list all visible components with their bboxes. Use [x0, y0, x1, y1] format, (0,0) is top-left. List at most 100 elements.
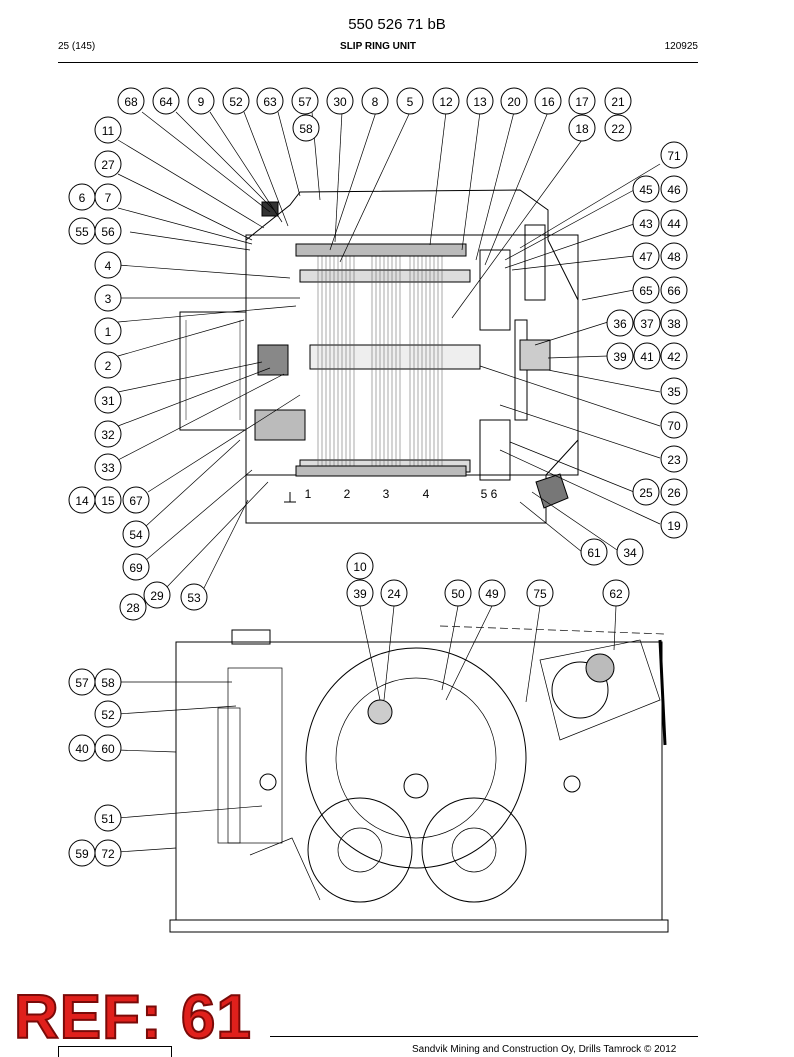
svg-text:45: 45: [639, 183, 653, 197]
svg-text:51: 51: [101, 812, 115, 826]
upper-callout-23: 23: [660, 445, 688, 473]
upper-callout-32: 32: [94, 420, 122, 448]
svg-text:65: 65: [639, 284, 653, 298]
svg-text:24: 24: [387, 587, 401, 601]
upper-callout-7: 7: [94, 183, 122, 211]
lower-callout-59: 59: [68, 839, 96, 867]
svg-text:34: 34: [623, 546, 637, 560]
svg-text:7: 7: [105, 191, 112, 205]
svg-text:6: 6: [79, 191, 86, 205]
svg-text:64: 64: [159, 95, 173, 109]
upper-callout-12: 12: [432, 87, 460, 115]
svg-text:41: 41: [640, 350, 654, 364]
upper-callout-36: 36: [606, 309, 634, 337]
svg-text:63: 63: [263, 95, 277, 109]
lower-callout-51: 51: [94, 804, 122, 832]
upper-callout-38: 38: [660, 309, 688, 337]
lower-section-drawing: [169, 625, 669, 933]
upper-section-drawing: [179, 189, 579, 524]
upper-callout-61: 61: [580, 538, 608, 566]
svg-text:9: 9: [198, 95, 205, 109]
upper-callout-69: 69: [122, 553, 150, 581]
upper-callout-56: 56: [94, 217, 122, 245]
svg-text:1: 1: [105, 325, 112, 339]
svg-text:38: 38: [667, 317, 681, 331]
upper-callout-8: 8: [361, 87, 389, 115]
upper-callout-31: 31: [94, 386, 122, 414]
svg-text:37: 37: [640, 317, 654, 331]
upper-callout-46: 46: [660, 175, 688, 203]
svg-text:59: 59: [75, 847, 89, 861]
upper-callout-28: 28: [119, 593, 147, 621]
svg-text:25: 25: [639, 486, 653, 500]
svg-text:68: 68: [124, 95, 138, 109]
upper-callout-67: 67: [122, 486, 150, 514]
upper-callout-44: 44: [660, 209, 688, 237]
svg-text:17: 17: [575, 95, 589, 109]
upper-callout-52: 52: [222, 87, 250, 115]
svg-text:70: 70: [667, 419, 681, 433]
upper-callout-63: 63: [256, 87, 284, 115]
upper-callout-33: 33: [94, 453, 122, 481]
upper-callout-18: 18: [568, 114, 596, 142]
upper-callout-35: 35: [660, 377, 688, 405]
svg-text:54: 54: [129, 528, 143, 542]
upper-callout-5: 5: [396, 87, 424, 115]
svg-text:69: 69: [129, 561, 143, 575]
lower-callout-24: 24: [380, 579, 408, 607]
ring-label: 4: [423, 487, 430, 501]
svg-text:39: 39: [353, 587, 367, 601]
upper-callout-15: 15: [94, 486, 122, 514]
svg-text:58: 58: [299, 122, 313, 136]
ring-label: 2: [344, 487, 351, 501]
upper-callout-30: 30: [326, 87, 354, 115]
upper-callout-13: 13: [466, 87, 494, 115]
upper-callout-34: 34: [616, 538, 644, 566]
svg-text:52: 52: [101, 708, 115, 722]
svg-text:46: 46: [667, 183, 681, 197]
lower-callout-39: 39: [346, 579, 374, 607]
svg-text:67: 67: [129, 494, 143, 508]
svg-text:53: 53: [187, 591, 201, 605]
svg-text:40: 40: [75, 742, 89, 756]
upper-callout-45: 45: [632, 175, 660, 203]
lower-callout-60: 60: [94, 734, 122, 762]
svg-text:20: 20: [507, 95, 521, 109]
lower-leader-lines: [117, 605, 617, 853]
upper-callout-41: 41: [633, 342, 661, 370]
svg-text:32: 32: [101, 428, 115, 442]
svg-text:35: 35: [667, 385, 681, 399]
page-title: SLIP RING UNIT: [340, 41, 416, 52]
upper-callout-55: 55: [68, 217, 96, 245]
svg-text:15: 15: [101, 494, 115, 508]
svg-text:4: 4: [105, 259, 112, 273]
svg-text:39: 39: [613, 350, 627, 364]
upper-callout-26: 26: [660, 478, 688, 506]
upper-callout-48: 48: [660, 242, 688, 270]
svg-text:71: 71: [667, 149, 681, 163]
lower-callout-40: 40: [68, 734, 96, 762]
svg-text:28: 28: [126, 601, 140, 615]
upper-callout-47: 47: [632, 242, 660, 270]
upper-callout-58: 58: [292, 114, 320, 142]
svg-text:29: 29: [150, 589, 164, 603]
svg-text:55: 55: [75, 225, 89, 239]
upper-callout-14: 14: [68, 486, 96, 514]
upper-callout-9: 9: [187, 87, 215, 115]
upper-callout-19: 19: [660, 511, 688, 539]
upper-callout-64: 64: [152, 87, 180, 115]
ring-label: 5 6: [481, 487, 498, 501]
svg-text:48: 48: [667, 250, 681, 264]
svg-text:21: 21: [611, 95, 625, 109]
svg-text:3: 3: [105, 292, 112, 306]
header-divider: [58, 62, 698, 63]
upper-callout-22: 22: [604, 114, 632, 142]
svg-text:30: 30: [333, 95, 347, 109]
svg-text:5: 5: [407, 95, 414, 109]
upper-callout-25: 25: [632, 478, 660, 506]
svg-text:62: 62: [609, 587, 623, 601]
upper-callout-11: 11: [94, 116, 122, 144]
svg-text:44: 44: [667, 217, 681, 231]
upper-callout-6: 6: [68, 183, 96, 211]
